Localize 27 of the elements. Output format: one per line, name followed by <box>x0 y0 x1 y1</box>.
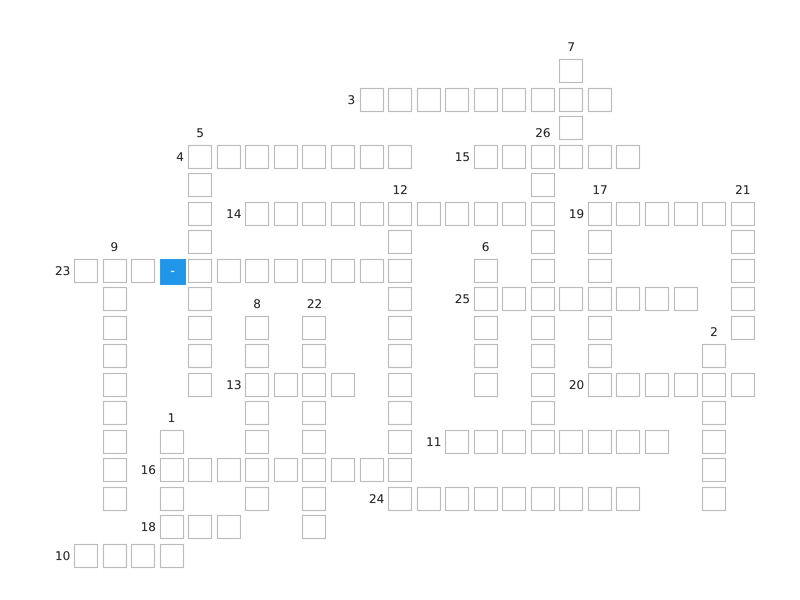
clue-number: 19 <box>568 206 584 220</box>
clue-number: 18 <box>140 520 156 534</box>
clue-number: 11 <box>426 434 442 448</box>
clue-number: 16 <box>140 463 156 477</box>
clue-number: 24 <box>369 492 384 506</box>
selected-cell: - <box>160 258 186 284</box>
clue-number: 23 <box>55 264 70 278</box>
clue-number: 12 <box>392 182 408 196</box>
clue-number: 4 <box>176 150 184 164</box>
clue-number: 14 <box>226 206 242 220</box>
clue-number: 26 <box>535 126 551 140</box>
clue-number: 25 <box>454 292 470 306</box>
clue-number: 17 <box>592 182 608 196</box>
clue-number: 15 <box>454 150 470 164</box>
clue-number: 20 <box>568 378 584 392</box>
clue-number: 8 <box>253 296 261 310</box>
clue-number: 13 <box>226 378 242 392</box>
clue-number: 7 <box>567 40 575 54</box>
clue-number: 21 <box>735 182 750 196</box>
clue-number: 5 <box>196 126 204 140</box>
clue-number: 22 <box>306 296 322 310</box>
clue-number: 10 <box>55 548 70 562</box>
clue-number: 3 <box>348 92 356 106</box>
clue-number: 2 <box>710 325 718 339</box>
clue-number: 1 <box>168 410 176 424</box>
clue-number: 9 <box>110 240 118 254</box>
clue-number: 6 <box>482 240 490 254</box>
